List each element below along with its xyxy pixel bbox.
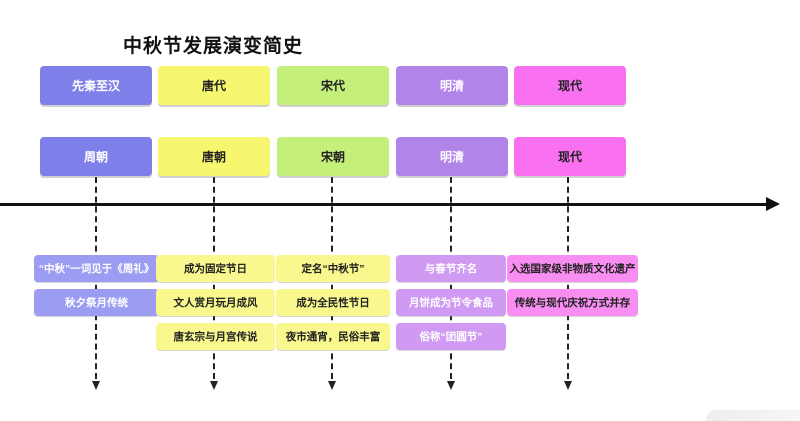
- arrow-down-icon: [564, 381, 572, 390]
- timeline-item: 夜市通宵，民俗丰富: [276, 323, 390, 350]
- era-box-tang: 唐代: [158, 66, 270, 105]
- page-title: 中秋节发展演变简史: [123, 36, 304, 57]
- timeline-item: 月饼成为节令食品: [396, 289, 506, 316]
- timeline-arrowhead-icon: [766, 197, 780, 211]
- timeline-axis: [0, 203, 768, 206]
- background-card-corner: [706, 410, 800, 421]
- era-box-song: 宋代: [277, 66, 389, 105]
- timeline-item: 传统与现代庆祝方式并存: [507, 289, 638, 316]
- timeline-item: “中秋”一词见于《周礼》: [34, 255, 159, 282]
- timeline-item: 文人赏月玩月成风: [156, 289, 275, 316]
- timeline-item: 成为全民性节日: [276, 289, 390, 316]
- dynasty-box-ming-qing: 明清: [396, 137, 508, 176]
- timeline-item: 俗称“团圆节”: [396, 323, 506, 350]
- arrow-down-icon: [210, 381, 218, 390]
- timeline-item: 唐玄宗与月宫传说: [156, 323, 275, 350]
- arrow-down-icon: [92, 381, 100, 390]
- timeline-item: 定名“中秋节”: [276, 255, 390, 282]
- arrow-down-icon: [447, 381, 455, 390]
- timeline-item: 与春节齐名: [396, 255, 506, 282]
- dynasty-box-zhou: 周朝: [40, 137, 152, 176]
- timeline-item: 秋夕祭月传统: [34, 289, 159, 316]
- era-box-ming-qing: 明清: [396, 66, 508, 105]
- timeline-item: 成为固定节日: [156, 255, 275, 282]
- timeline-item: 入选国家级非物质文化遗产: [507, 255, 638, 282]
- dynasty-box-modern: 现代: [514, 137, 626, 176]
- era-box-pre-qin-to-han: 先秦至汉: [40, 66, 152, 105]
- arrow-down-icon: [328, 381, 336, 390]
- dynasty-box-tang: 唐朝: [158, 137, 270, 176]
- era-box-modern: 现代: [514, 66, 626, 105]
- dynasty-box-song: 宋朝: [277, 137, 389, 176]
